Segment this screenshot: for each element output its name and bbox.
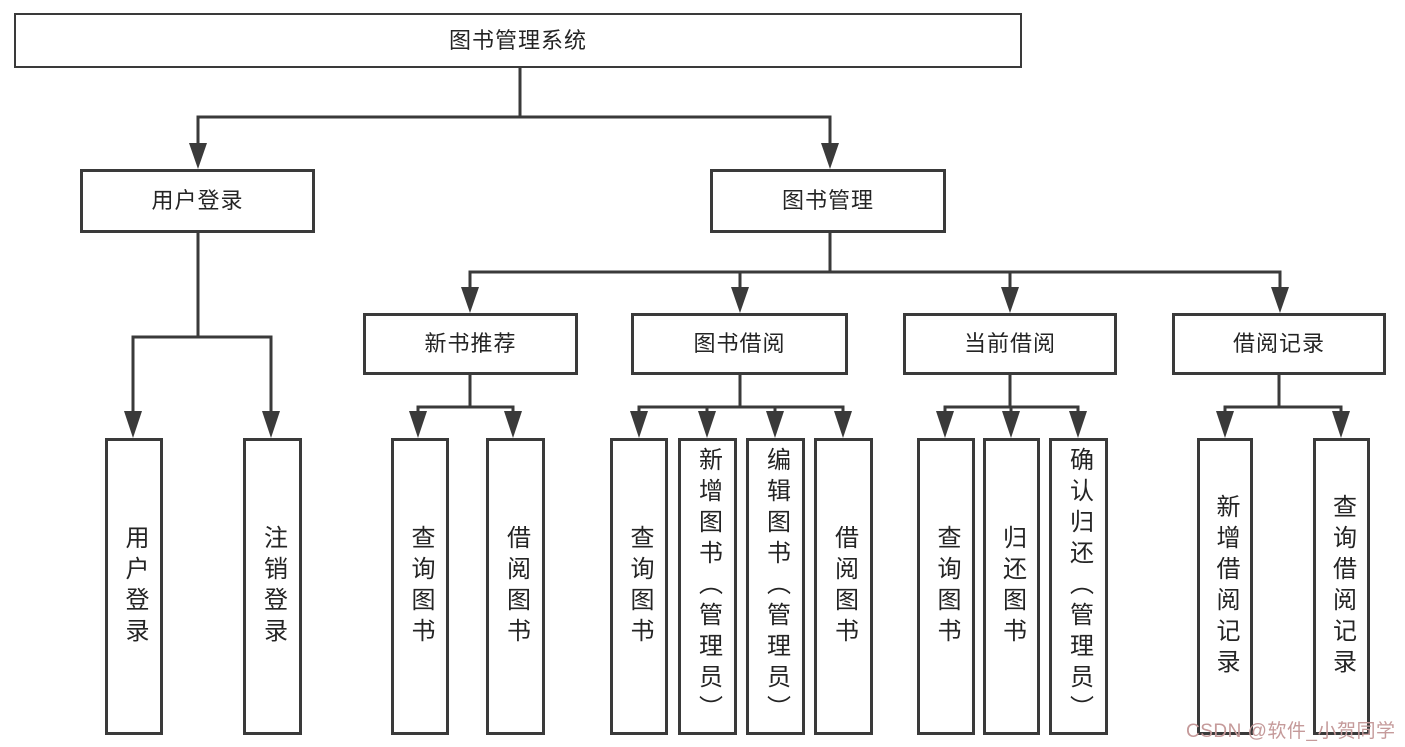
leaf-edit-books-admin-label: 编辑图书（管理员） <box>762 447 790 726</box>
leaf-borrowing-borrow-books-label: 借阅图书 <box>830 524 858 649</box>
leaf-add-books-admin: 新增图书（管理员） <box>678 438 737 735</box>
node-borrowing-records: 借阅记录 <box>1172 313 1386 375</box>
csdn-watermark: CSDN @软件_小贺同学 <box>1186 721 1396 742</box>
leaf-recommend-query-books-label: 查询图书 <box>407 524 434 649</box>
node-root: 图书管理系统 <box>14 13 1022 68</box>
node-current-borrowing: 当前借阅 <box>903 313 1117 375</box>
node-user-login-label: 用户登录 <box>151 188 244 213</box>
leaf-return-books: 归还图书 <box>983 438 1040 735</box>
leaf-current-query-books-label: 查询图书 <box>933 524 960 649</box>
leaf-borrowing-borrow-books: 借阅图书 <box>814 438 873 735</box>
leaf-borrowing-query-books-label: 查询图书 <box>626 524 653 649</box>
node-book-management-label: 图书管理 <box>781 188 874 213</box>
node-new-book-recommend-label: 新书推荐 <box>424 331 517 356</box>
node-borrowing-records-label: 借阅记录 <box>1232 331 1325 356</box>
node-current-borrowing-label: 当前借阅 <box>963 331 1056 356</box>
leaf-query-borrow-record-label: 查询借阅记录 <box>1328 493 1356 680</box>
leaf-user-login: 用户登录 <box>105 438 163 735</box>
leaf-edit-books-admin: 编辑图书（管理员） <box>746 438 805 735</box>
leaf-confirm-return-admin: 确认归还（管理员） <box>1049 438 1108 735</box>
leaf-logout-label: 注销登录 <box>259 524 287 649</box>
leaf-query-borrow-record: 查询借阅记录 <box>1313 438 1370 735</box>
leaf-borrowing-query-books: 查询图书 <box>610 438 668 735</box>
node-book-borrowing: 图书借阅 <box>631 313 848 375</box>
node-new-book-recommend: 新书推荐 <box>363 313 578 375</box>
leaf-user-login-label: 用户登录 <box>121 524 148 649</box>
node-user-login: 用户登录 <box>80 169 315 233</box>
leaf-recommend-query-books: 查询图书 <box>391 438 449 735</box>
node-root-label: 图书管理系统 <box>448 27 587 53</box>
node-book-management: 图书管理 <box>710 169 946 233</box>
node-book-borrowing-label: 图书借阅 <box>693 331 786 356</box>
arrowhead-icons <box>124 143 1350 438</box>
leaf-add-books-admin-label: 新增图书（管理员） <box>694 447 722 726</box>
leaf-add-borrow-record: 新增借阅记录 <box>1197 438 1253 735</box>
leaf-confirm-return-admin-label: 确认归还（管理员） <box>1065 447 1093 726</box>
leaf-add-borrow-record-label: 新增借阅记录 <box>1212 493 1239 680</box>
leaf-current-query-books: 查询图书 <box>917 438 975 735</box>
leaf-recommend-borrow-books: 借阅图书 <box>486 438 545 735</box>
leaf-return-books-label: 归还图书 <box>998 524 1026 649</box>
leaf-logout: 注销登录 <box>243 438 302 735</box>
leaf-recommend-borrow-books-label: 借阅图书 <box>502 524 530 649</box>
